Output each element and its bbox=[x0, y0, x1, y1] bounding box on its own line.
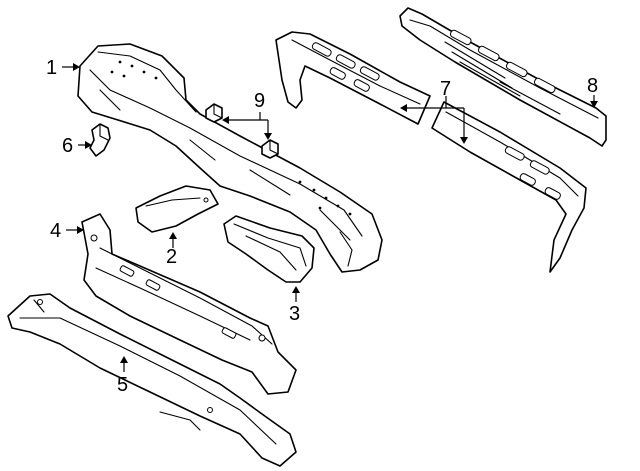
bumper-pad-left-part bbox=[275, 31, 431, 125]
bracket-part bbox=[135, 185, 219, 233]
callout-8: 8 bbox=[587, 75, 598, 97]
callout-5: 5 bbox=[117, 374, 128, 396]
bumper-face-bar-part bbox=[77, 43, 383, 273]
clip-part bbox=[89, 123, 111, 157]
bracket-right-part bbox=[223, 215, 315, 283]
bumper-pad-right-part bbox=[431, 101, 587, 273]
callout-7: 7 bbox=[440, 78, 451, 100]
callout-leaders bbox=[62, 63, 598, 372]
callout-3: 3 bbox=[289, 303, 300, 325]
lower-support-bar-part bbox=[7, 293, 297, 467]
callout-9: 9 bbox=[254, 90, 265, 112]
reinforcement-bar-part bbox=[81, 213, 297, 395]
callout-6: 6 bbox=[62, 135, 73, 157]
callout-2: 2 bbox=[166, 246, 177, 268]
step-pad-part bbox=[399, 7, 607, 147]
callout-1: 1 bbox=[46, 57, 57, 79]
rubber-stopper-part bbox=[205, 103, 279, 159]
callout-4: 4 bbox=[50, 220, 61, 242]
